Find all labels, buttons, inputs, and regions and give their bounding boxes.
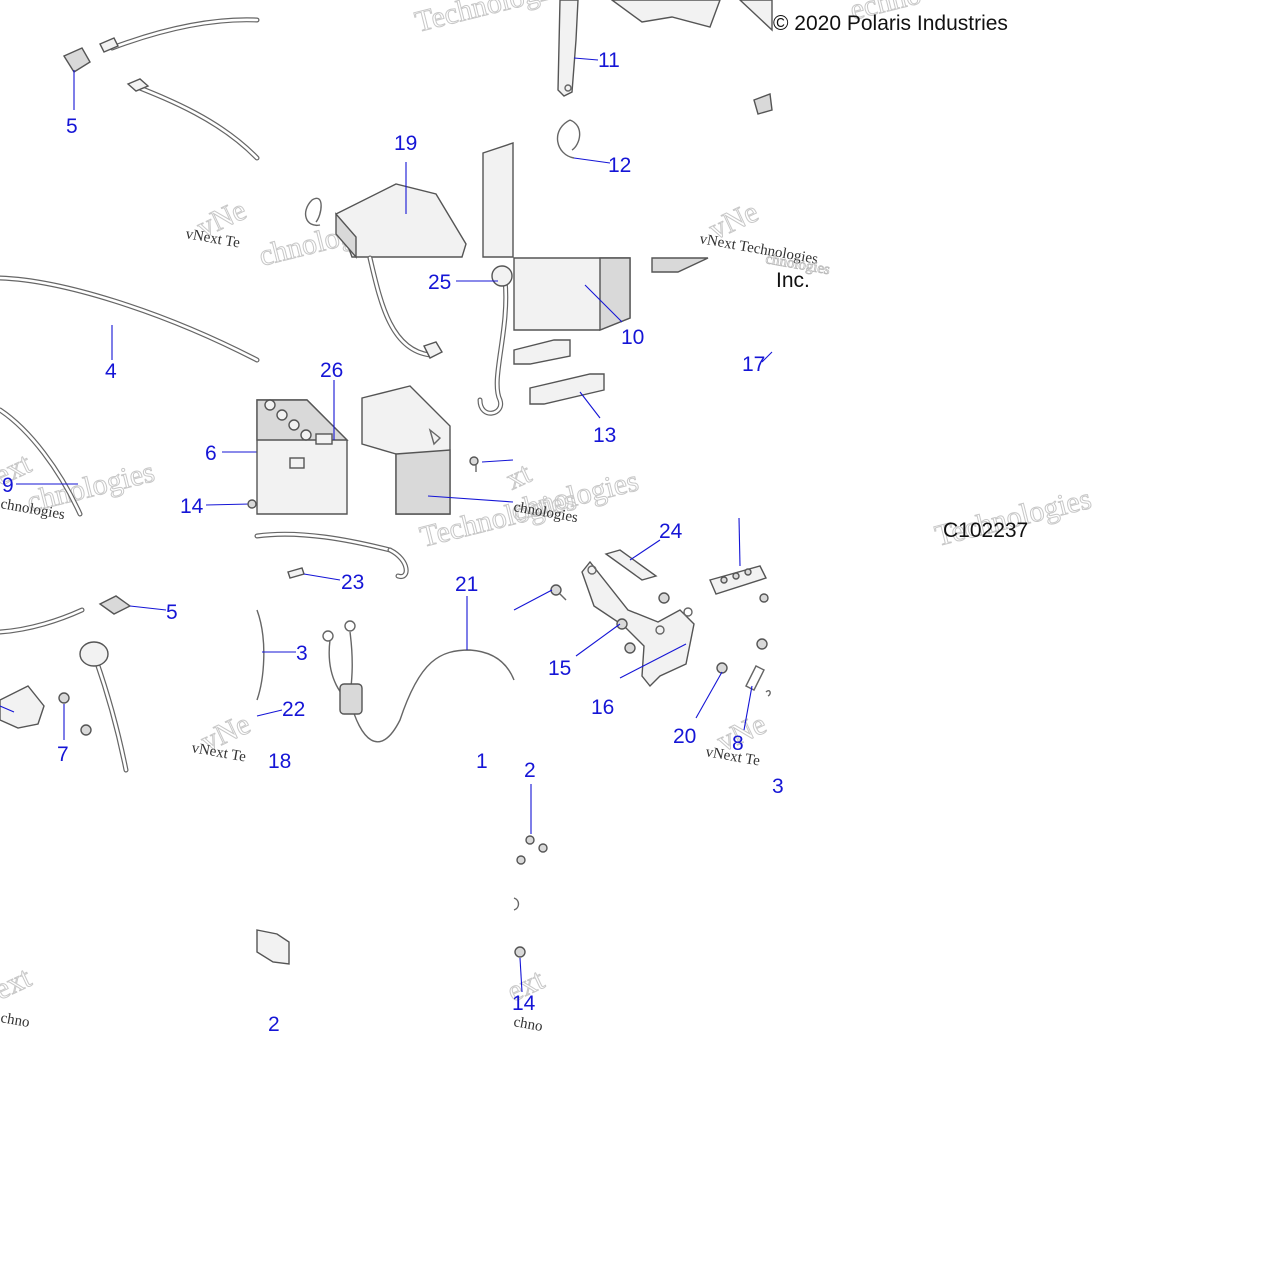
callout-24: 24 bbox=[659, 520, 683, 543]
callout-9: 9 bbox=[2, 474, 14, 497]
callout-2-bottom: 2 bbox=[268, 1013, 280, 1036]
copyright-line-2: Inc. bbox=[776, 269, 810, 292]
callout-23: 23 bbox=[341, 571, 364, 594]
battery-cover-19 bbox=[335, 183, 467, 259]
watermark-next-frag-3: ext bbox=[0, 961, 37, 1007]
bracket-fragment-top bbox=[610, 0, 721, 28]
battery-10 bbox=[513, 257, 631, 332]
callout-8: 8 bbox=[732, 732, 744, 755]
callout-2-mid: 2 bbox=[524, 759, 536, 782]
copyright-line-1: © 2020 Polaris Industries bbox=[773, 12, 1008, 35]
callout-12: 12 bbox=[608, 154, 631, 177]
battery-box-18 bbox=[361, 385, 451, 515]
callout-20: 20 bbox=[673, 725, 696, 748]
hold-down-strap-11 bbox=[557, 0, 579, 97]
watermark-technologies-1: Technologies bbox=[412, 0, 575, 39]
callout-7: 7 bbox=[57, 743, 69, 766]
pad-24 bbox=[604, 549, 658, 581]
cable-boot-5-bottom bbox=[98, 595, 132, 615]
bracket-fragment-mid bbox=[651, 257, 709, 273]
callout-10: 10 bbox=[621, 326, 644, 349]
callout-22: 22 bbox=[282, 698, 305, 721]
callout-13: 13 bbox=[593, 424, 616, 447]
callout-6: 6 bbox=[205, 442, 217, 465]
callout-21: 21 bbox=[455, 573, 478, 596]
callout-25: 25 bbox=[428, 271, 451, 294]
watermark-small-7: chno bbox=[0, 1010, 31, 1031]
callout-5-top: 5 bbox=[66, 115, 78, 138]
battery-cables-25 bbox=[367, 255, 513, 416]
callout-15: 15 bbox=[548, 657, 571, 680]
callout-4: 4 bbox=[105, 360, 117, 383]
watermark-small-8: chno bbox=[512, 1014, 544, 1035]
callout-26: 26 bbox=[320, 359, 343, 382]
callout-14-mid: 14 bbox=[180, 495, 204, 518]
callout-11: 11 bbox=[598, 49, 620, 72]
callout-1: 1 bbox=[476, 750, 488, 773]
callout-16: 16 bbox=[591, 696, 614, 719]
watermark-technologies-4: Technologies bbox=[932, 482, 1095, 553]
harness-lower-left bbox=[0, 595, 132, 773]
terminal-block bbox=[709, 517, 767, 595]
watermarks: Technologies echno vNe vNe chnologies ex… bbox=[0, 0, 1095, 1035]
callout-14-bottom: 14 bbox=[512, 992, 536, 1015]
callout-19: 19 bbox=[394, 132, 417, 155]
callout-18: 18 bbox=[268, 750, 291, 773]
cable-assembly-top bbox=[62, 17, 260, 161]
callout-3-right: 3 bbox=[772, 775, 784, 798]
callout-17: 17 bbox=[742, 353, 765, 376]
connector-fragment-bottom bbox=[256, 929, 290, 965]
callout-3: 3 bbox=[296, 642, 308, 665]
callout-5-bottom: 5 bbox=[166, 601, 178, 624]
clip-part-top bbox=[304, 197, 322, 226]
solenoid-fragment bbox=[0, 685, 45, 729]
harness-lower-center bbox=[254, 531, 409, 701]
battery-26 bbox=[256, 399, 349, 515]
cable-boot-5-top bbox=[62, 47, 91, 73]
battery-top-edge bbox=[482, 142, 514, 258]
pads-13 bbox=[513, 339, 605, 405]
mount-bracket-16 bbox=[581, 560, 695, 688]
battery-cable-4 bbox=[0, 275, 260, 517]
clip-12 bbox=[556, 119, 581, 159]
figure-code: C102237 bbox=[943, 519, 1028, 542]
fuse-harness-21 bbox=[322, 620, 515, 743]
